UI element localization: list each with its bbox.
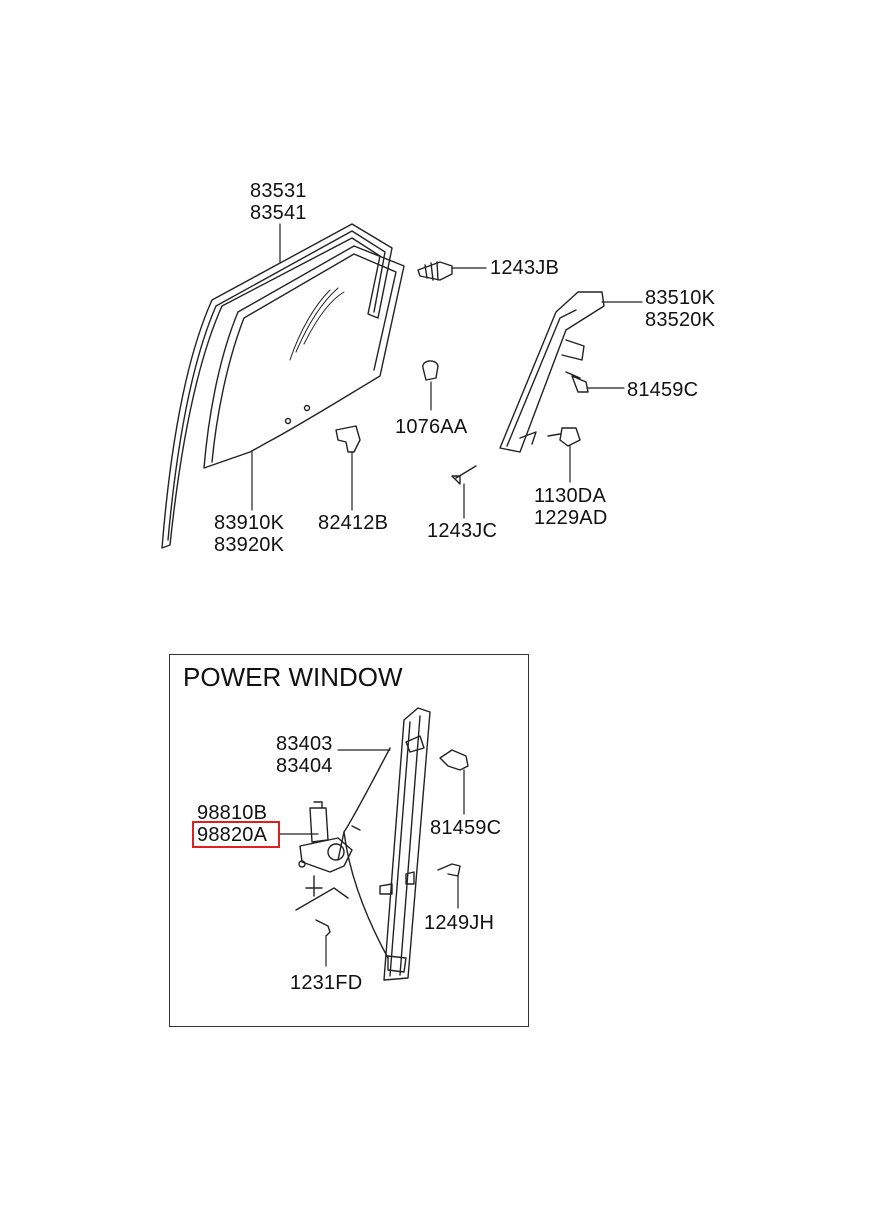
label-83520k: 83520K (645, 309, 716, 331)
label-83510k: 83510K (645, 287, 716, 309)
label-98810b: 98810B (197, 802, 268, 824)
rear-channel-drawing (499, 291, 605, 453)
label-81459c-upper: 81459C (627, 379, 699, 401)
power-window-box (169, 654, 529, 1027)
door-channel-drawing (161, 223, 393, 549)
label-1249jh: 1249JH (424, 912, 495, 934)
label-82412b: 82412B (318, 512, 389, 534)
label-1231fd: 1231FD (290, 972, 363, 994)
label-83531: 83531 (250, 180, 307, 202)
upper-hardware-drawing (335, 261, 589, 485)
label-1243jb: 1243JB (490, 257, 560, 279)
label-1229ad: 1229AD (534, 507, 608, 529)
label-1076aa: 1076AA (395, 416, 468, 438)
highlight-box (192, 821, 280, 848)
label-83910k: 83910K (214, 512, 285, 534)
regulator-drawing (295, 707, 469, 981)
label-1243jc: 1243JC (427, 520, 498, 542)
door-glass-drawing (203, 245, 405, 469)
label-83404: 83404 (276, 755, 333, 777)
label-98820a[interactable]: 98820A (197, 824, 268, 846)
label-83541: 83541 (250, 202, 307, 224)
lower-leader-lines (279, 749, 465, 967)
label-81459c-lower: 81459C (430, 817, 502, 839)
label-83403: 83403 (276, 733, 333, 755)
label-83920k: 83920K (214, 534, 285, 556)
upper-leader-lines (251, 223, 643, 519)
label-1130da: 1130DA (534, 485, 606, 507)
power-window-title: POWER WINDOW (183, 662, 403, 692)
